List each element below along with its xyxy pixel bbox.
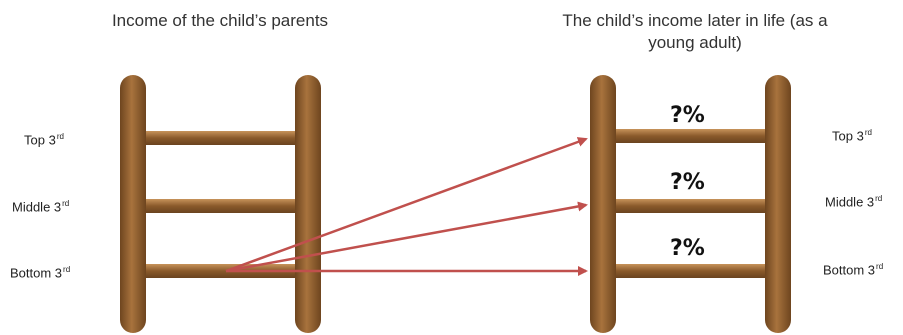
left-ladder-rail-right <box>295 75 321 333</box>
right-label-middle: Middle 3rd <box>825 194 882 209</box>
unknown-share-bottom: ?% <box>670 236 705 261</box>
right-ladder-rung-top <box>610 129 770 143</box>
right-label-bottom: Bottom 3rd <box>823 262 883 277</box>
arrow-bottom-to-middle <box>226 205 586 271</box>
right-ladder-rung-bottom <box>610 264 770 278</box>
left-ladder-rung-top <box>140 131 300 145</box>
left-ladder <box>120 75 321 333</box>
unknown-share-top: ?% <box>670 103 705 128</box>
right-ladder-rail-left <box>590 75 616 333</box>
right-label-top: Top 3rd <box>832 128 872 143</box>
left-label-middle: Middle 3rd <box>12 199 69 214</box>
left-ladder-rung-middle <box>140 199 300 213</box>
right-ladder-rail-right <box>765 75 791 333</box>
left-label-bottom: Bottom 3rd <box>10 265 70 280</box>
left-label-top: Top 3rd <box>24 132 64 147</box>
unknown-share-middle: ?% <box>670 170 705 195</box>
left-ladder-rail-left <box>120 75 146 333</box>
right-ladder-rung-middle <box>610 199 770 213</box>
